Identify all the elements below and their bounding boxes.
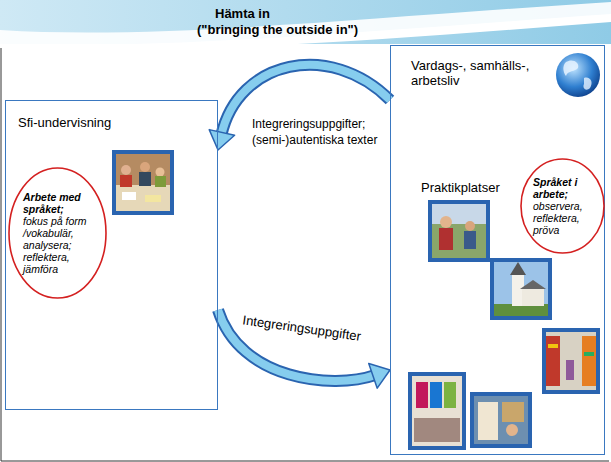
edge-label: Integreringsuppgifter: [240, 312, 385, 348]
focus-ellipse: Arbete med språket;fokus på form /vokabu…: [8, 167, 107, 299]
ellipse-outline: [9, 168, 106, 298]
supermarket-photo: [546, 336, 560, 386]
slide-frame: [1, 461, 609, 462]
slide-frame: [1, 48, 609, 461]
classroom-photo: [122, 192, 136, 200]
globe-icon: [556, 53, 600, 97]
shop-photo: [408, 372, 466, 450]
store-photo: [470, 392, 532, 448]
church-photo: [522, 288, 544, 306]
ellipse-text: Arbete med språket;fokus på form /vokabu…: [23, 191, 91, 275]
store-photo: [478, 402, 498, 440]
supermarket-photo: [542, 328, 600, 394]
supermarket-photo: [566, 360, 574, 380]
focus-ellipse: Språket i arbete;observera, reflektera, …: [520, 158, 605, 254]
workplace-photo: [439, 228, 453, 250]
supermarket-photo: [548, 344, 558, 348]
box-heading: Sfi-undervisning: [18, 115, 203, 130]
classroom-photo: [140, 162, 150, 172]
classroom-photo: [116, 154, 170, 211]
ellipse-text: Språket i arbete;observera, reflektera, …: [533, 176, 591, 236]
workplace-photo: [465, 221, 475, 231]
shop-photo: [408, 372, 466, 450]
classroom-photo: [155, 176, 166, 187]
box-heading: Vardags-, samhälls-, arbetsliv: [411, 58, 551, 88]
workplace-photo: [428, 200, 490, 262]
classroom-photo: [120, 175, 132, 187]
slide-title: Hämta in: [215, 6, 270, 22]
classroom-photo: [145, 195, 161, 202]
block-arrow: [209, 65, 390, 150]
church-photo: [520, 280, 546, 289]
shop-photo: [412, 376, 462, 446]
workplace-photo: [428, 200, 490, 262]
supermarket-photo: [584, 352, 594, 356]
supermarket-photo: [582, 336, 596, 386]
supermarket-photo: [546, 332, 596, 390]
classroom-photo: [116, 185, 170, 211]
header-band: [0, 0, 611, 51]
block-arrow: [218, 310, 390, 388]
workplace-photo: [432, 204, 486, 258]
arrow-head: [369, 364, 390, 389]
ellipse-outline: [521, 159, 604, 253]
shop-photo: [444, 382, 456, 408]
text-slot: Vardags-, samhälls-, arbetsliv: [411, 58, 551, 88]
church-photo: [490, 258, 552, 320]
focus-heading: Arbete med språket;: [23, 191, 91, 215]
shop-photo: [416, 382, 428, 408]
focus-heading: Språket i arbete;: [533, 176, 591, 200]
church-photo: [494, 262, 548, 316]
supermarket-photo: [542, 328, 600, 394]
subtitle: ("bringing the outside in"): [197, 22, 358, 38]
store-photo: [506, 424, 518, 436]
classroom-photo: [139, 172, 151, 186]
store-photo: [502, 402, 524, 422]
classroom-photo: [112, 150, 174, 215]
church-photo: [490, 258, 552, 320]
store-photo: [470, 392, 532, 448]
classroom-photo: [121, 165, 131, 175]
globe-icon: [563, 60, 578, 76]
focus-body: observera, reflektera, pröva: [533, 200, 591, 236]
edge-label: Integreringsuppgifter; (semi-)autentiska…: [250, 116, 390, 148]
classroom-photo: [156, 168, 165, 177]
workplace-photo: [464, 231, 476, 249]
globe-icon: [556, 53, 600, 97]
church-photo: [510, 262, 526, 275]
shop-photo: [414, 418, 460, 442]
focus-body: fokus på form /vokabulär, analysera; ref…: [23, 215, 91, 275]
workplace-photo: [440, 216, 452, 228]
shop-photo: [430, 382, 442, 408]
sfi-box: Sfi-undervisningArbete med språket;fokus…: [5, 100, 218, 410]
arrow-head: [209, 130, 234, 150]
slide-frame: [1, 48, 2, 461]
practice-box: Vardags-, samhälls-, arbetslivPraktikpla…: [390, 45, 605, 455]
store-photo: [474, 396, 528, 444]
globe-icon: [583, 78, 591, 90]
text-slot: Sfi-undervisning: [18, 115, 203, 130]
classroom-photo: [112, 150, 174, 215]
